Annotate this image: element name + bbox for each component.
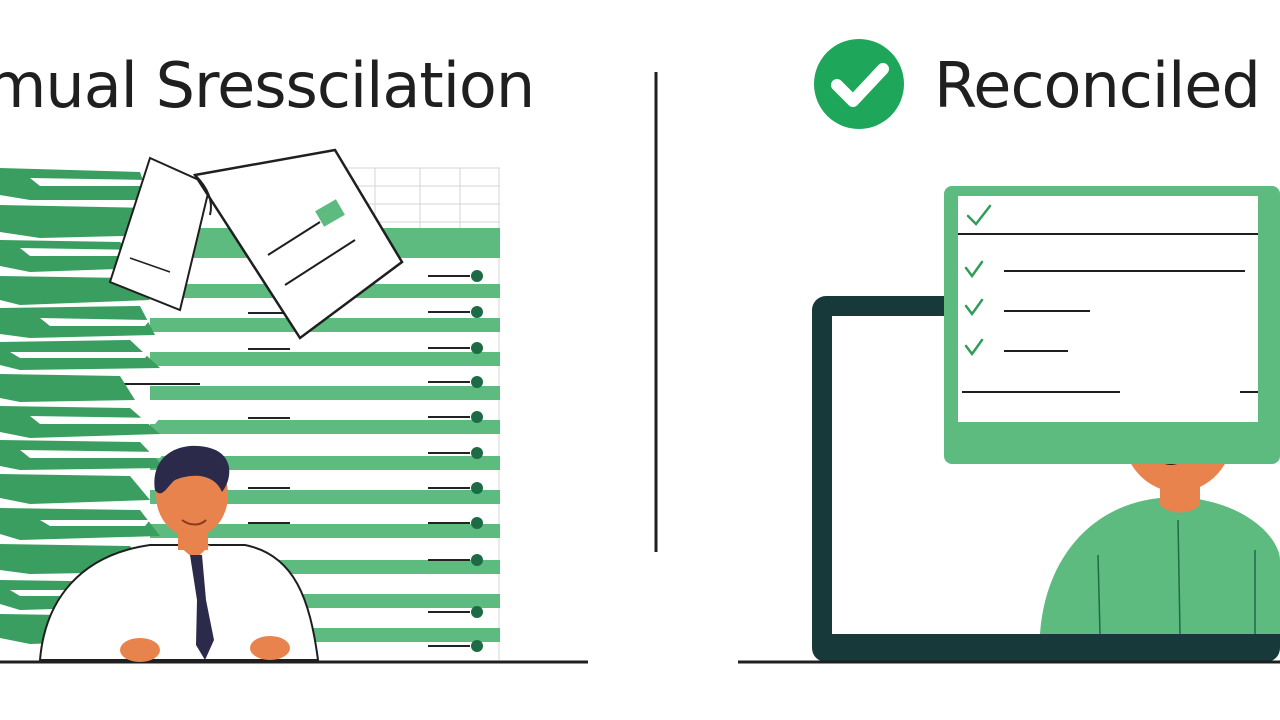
checklist-window bbox=[944, 186, 1280, 464]
checkmark-icon bbox=[964, 204, 992, 357]
check-circle-icon bbox=[814, 39, 904, 129]
manual-reconciliation-title: mual Sresscilation bbox=[0, 49, 535, 122]
reconciled-title: Reconciled bbox=[934, 49, 1261, 122]
stressed-worker bbox=[38, 445, 320, 662]
flying-documents bbox=[108, 148, 404, 340]
